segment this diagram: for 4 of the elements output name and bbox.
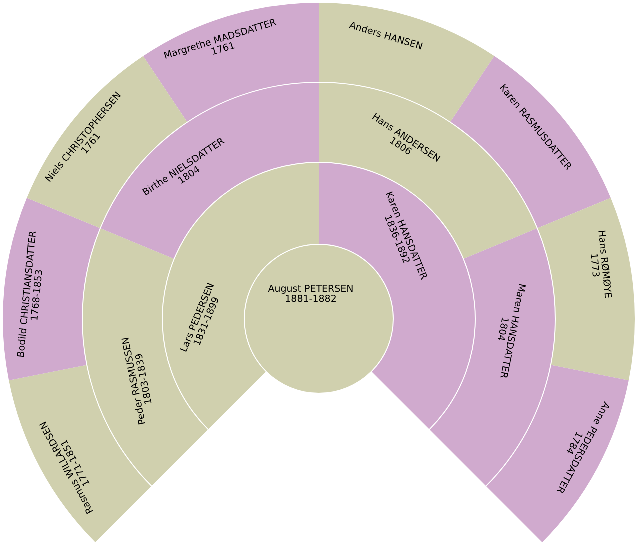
person-name: August PETERSEN — [268, 285, 354, 295]
life-dates: 1881-1882 — [285, 295, 337, 305]
life-dates: 1773 — [588, 252, 600, 278]
life-dates: 1761 — [210, 41, 236, 58]
